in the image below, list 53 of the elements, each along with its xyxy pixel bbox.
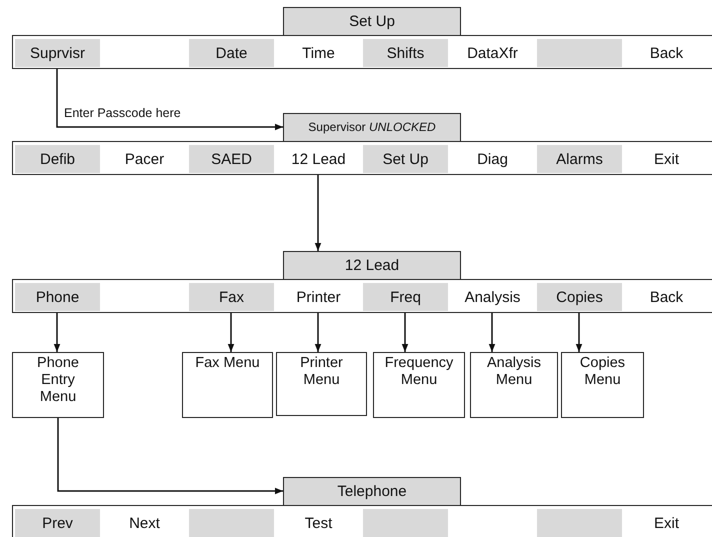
softkey: Next — [102, 509, 187, 537]
blank-softkey — [537, 39, 622, 67]
submenu-box: Frequency Menu — [373, 352, 465, 418]
softkey: Test — [276, 509, 361, 537]
softkey: Phone — [15, 283, 100, 311]
arrow — [228, 313, 234, 352]
arrow — [54, 313, 60, 352]
softkey-bar — [12, 279, 712, 313]
softkey: Alarms — [537, 145, 622, 173]
softkey: Pacer — [102, 145, 187, 173]
softkey: Exit — [624, 145, 709, 173]
arrow — [488, 313, 496, 352]
submenu-box: Phone Entry Menu — [12, 352, 104, 418]
softkey: Back — [624, 39, 709, 67]
softkey: Exit — [624, 509, 709, 537]
softkey: Prev — [15, 509, 100, 537]
softkey: 12 Lead — [276, 145, 361, 173]
blank-softkey — [537, 509, 622, 537]
arrow — [56, 69, 283, 130]
softkey-bar — [12, 141, 712, 175]
menu-title-tab: Supervisor UNLOCKED — [283, 113, 461, 141]
softkey-bar — [12, 505, 712, 537]
arrow — [402, 313, 408, 352]
submenu-box: Fax Menu — [182, 352, 273, 418]
softkey: DataXfr — [450, 39, 535, 67]
softkey: Date — [189, 39, 274, 67]
softkey: Suprvisr — [15, 39, 100, 67]
blank-softkey — [189, 509, 274, 537]
arrow — [314, 175, 322, 251]
softkey: SAED — [189, 145, 274, 173]
softkey: Diag — [450, 145, 535, 173]
arrow — [314, 313, 322, 352]
submenu-box: Copies Menu — [561, 352, 644, 418]
menu-title-tab: Telephone — [283, 477, 461, 505]
softkey: Set Up — [363, 145, 448, 173]
edge-label: Enter Passcode here — [64, 106, 181, 120]
softkey: Shifts — [363, 39, 448, 67]
softkey: Copies — [537, 283, 622, 311]
menu-title-tab: 12 Lead — [283, 251, 461, 279]
softkey: Fax — [189, 283, 274, 311]
softkey: Time — [276, 39, 361, 67]
softkey: Analysis — [450, 283, 535, 311]
menu-title-tab: Set Up — [283, 7, 461, 35]
arrow — [57, 418, 283, 494]
softkey: Back — [624, 283, 709, 311]
softkey-bar — [12, 35, 712, 69]
submenu-box: Analysis Menu — [470, 352, 558, 418]
softkey: Printer — [276, 283, 361, 311]
submenu-box: Printer Menu — [276, 352, 367, 416]
arrow — [576, 313, 582, 352]
softkey: Defib — [15, 145, 100, 173]
blank-softkey — [363, 509, 448, 537]
softkey: Freq — [363, 283, 448, 311]
